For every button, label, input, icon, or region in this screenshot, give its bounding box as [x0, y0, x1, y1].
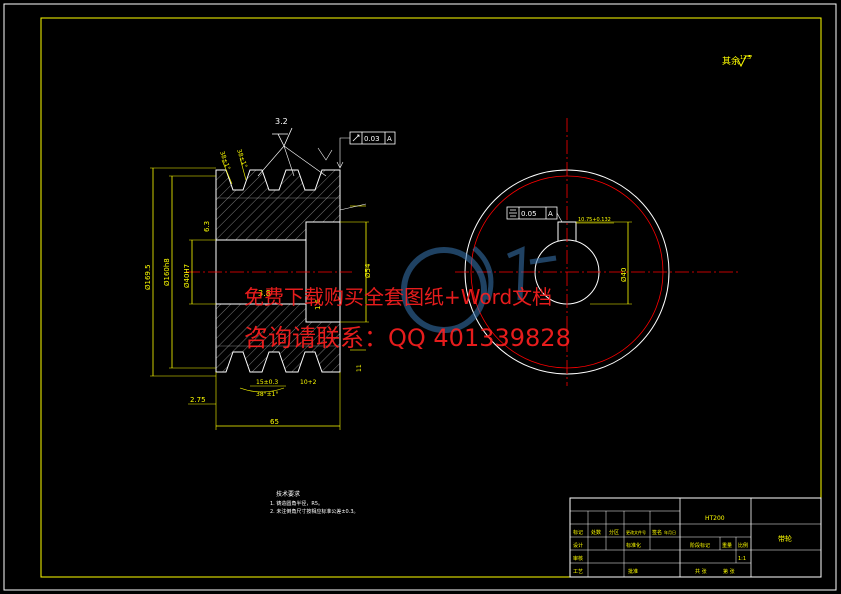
inner-frame: [40, 17, 822, 578]
outer-frame: [3, 3, 837, 591]
title-sheet-total: 共 张: [695, 568, 707, 575]
title-process: 工艺: [573, 569, 583, 575]
dim-groove-edge: 10+2: [300, 379, 317, 386]
tech-req-title: 技术要求: [276, 490, 300, 498]
dim-pitch-dia: Ø160h8: [163, 258, 171, 286]
title-checker: 审核: [573, 555, 583, 562]
symmetry-tolerance: 0.05: [521, 210, 537, 218]
dim-edge-left: 2.75: [190, 396, 206, 404]
title-row-label: 年月日: [664, 529, 676, 535]
title-row-label: 处数: [591, 529, 601, 536]
leader-line: [221, 159, 233, 185]
dim-chamfer: 1.6: [314, 298, 322, 310]
watermark-logo-icon: [472, 246, 557, 301]
title-designer: 设计: [573, 542, 583, 549]
dim-outer-dia: Ø169.5: [144, 264, 152, 290]
roughness-symbol-icon: [317, 147, 333, 161]
leader-line: [239, 157, 247, 181]
runout-icon: [352, 134, 360, 142]
title-row-label: 标记: [573, 529, 583, 536]
symmetry-tolerance-frame: 0.05 A: [506, 206, 563, 223]
tech-req-item: 1. 铸造圆角半径，R5。: [270, 500, 323, 507]
title-sheet-no: 第 张: [723, 568, 735, 575]
dim-groove-angle-bottom: 38°±1°: [256, 391, 278, 398]
groove-angle-right: 38±1°: [235, 148, 248, 169]
title-scale: 比例: [738, 542, 748, 549]
tech-req-item: 2. 未注倒角尺寸按相应标准公差±0.3。: [270, 508, 359, 515]
leader-line: [339, 203, 367, 211]
groove-angle-arc: [239, 387, 285, 393]
groove-angle-left: 38±1°: [218, 150, 231, 171]
title-approve: 批准: [628, 568, 638, 575]
title-block: 标记 处数 分区 更改文件号 签名 年月日 设计 标准化 审核 工艺 批准 HT…: [569, 497, 822, 578]
dim-width: 65: [270, 418, 279, 426]
title-part-name: 带轮: [778, 534, 792, 543]
title-row-label: 更改文件号: [626, 529, 646, 535]
roughness-note-value: 12.5: [740, 55, 751, 61]
title-row-label: 签名: [652, 529, 662, 536]
runout-tolerance: 0.03: [364, 135, 380, 143]
runout-datum: A: [387, 135, 392, 143]
symmetry-datum: A: [548, 210, 553, 218]
dim-bore-depth: 6.3: [203, 221, 211, 232]
dim-bore-step: Ø54: [364, 263, 372, 278]
side-view: 0.05 A 10.75+0.132 Ø40: [455, 118, 740, 386]
dim-bore-dia: Ø40H7: [183, 264, 191, 288]
section-view: Ø169.5 Ø160h8 Ø40H7 Ø54 11 6.3 3.8 1.6 6…: [144, 117, 396, 430]
title-scale-value: 1:1: [738, 556, 746, 562]
keyway-dimension: 10.75+0.132: [578, 217, 611, 223]
dim-groove-pitch: 15±0.3: [256, 379, 278, 386]
title-weight: 重量: [722, 542, 732, 549]
roughness-note: 其余: [722, 55, 740, 67]
dim-groove-depth: 11: [356, 364, 363, 372]
watermark-logo-icon: [401, 247, 487, 333]
roughness-top: 3.2: [275, 117, 288, 126]
symmetry-icon: [509, 209, 517, 217]
roughness-symbol-icon: [737, 55, 752, 68]
roughness-symbol-icon: [272, 127, 293, 147]
technical-requirements: 技术要求 1. 铸造圆角半径，R5。 2. 未注倒角尺寸按相应标准公差±0.3。: [270, 490, 359, 515]
leader-line: [257, 145, 285, 177]
title-row-label: 分区: [609, 529, 619, 536]
title-standard: 标准化: [626, 542, 641, 549]
dim-bore-label: 3.8: [258, 289, 271, 298]
title-material: HT200: [705, 515, 725, 522]
watermark: [401, 246, 557, 333]
watermark-line1: 免费下载购买全套图纸+Word文档: [244, 285, 552, 309]
leader-line: [283, 145, 295, 177]
title-stage-mark: 阶段标记: [690, 542, 710, 549]
runout-tolerance-frame: 0.03 A: [336, 131, 396, 169]
leader-line: [283, 145, 327, 177]
side-bore-dia: Ø40: [620, 268, 628, 282]
pulley-section-hatch: [215, 169, 341, 241]
watermark-line2: 咨询请联系：QQ 401339828: [244, 324, 571, 352]
keyway: [557, 221, 577, 241]
